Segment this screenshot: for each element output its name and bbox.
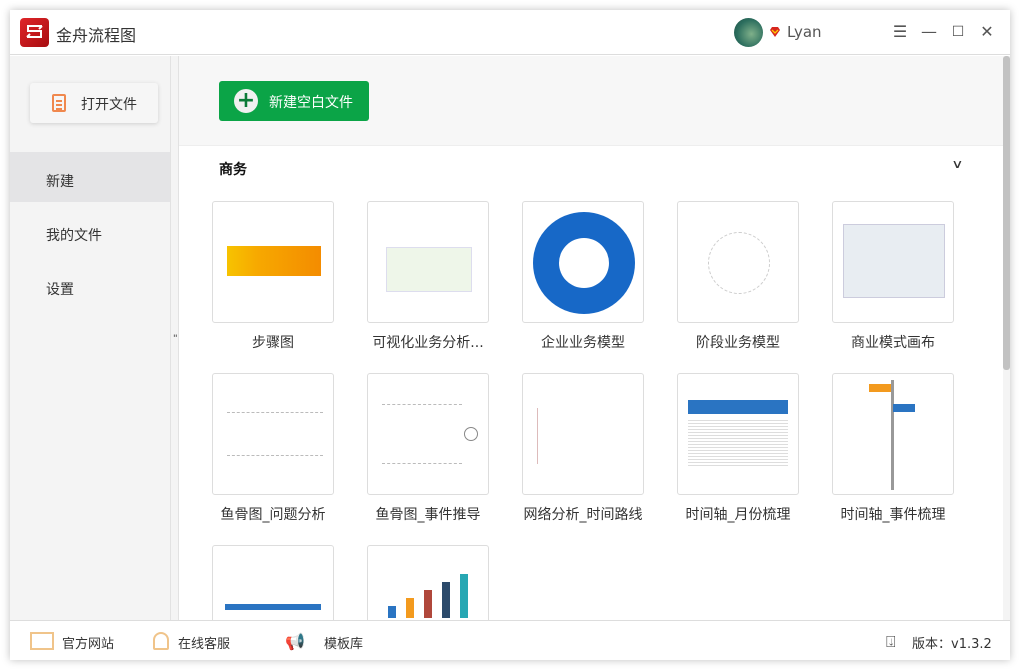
template-thumbnail	[460, 574, 468, 618]
open-file-label: 打开文件	[81, 97, 137, 113]
template-thumbnail	[688, 418, 788, 468]
file-icon	[52, 94, 66, 112]
main-content: + 新建空白文件 商务 ∨ 步骤图 可视化业务分析... 企业业务模型 阶段业务模型 商…	[179, 56, 1003, 620]
template-card[interactable]	[677, 201, 799, 323]
menu-icon[interactable]: ☰	[892, 22, 908, 41]
template-thumbnail	[424, 590, 432, 618]
template-card[interactable]	[212, 201, 334, 323]
template-thumbnail	[688, 400, 788, 414]
new-blank-label: 新建空白文件	[269, 95, 353, 111]
template-label[interactable]: 商业模式画布	[851, 335, 935, 351]
app-title: 金舟流程图	[56, 26, 137, 45]
template-card[interactable]	[677, 373, 799, 495]
download-icon[interactable]: ⍗	[886, 632, 896, 651]
title-bar: 金舟流程图 Lyan ☰ — ☐ ✕	[10, 10, 1010, 55]
sidebar: 打开文件 新建 我的文件 设置	[10, 56, 170, 620]
template-thumbnail	[893, 404, 915, 412]
template-card[interactable]	[832, 373, 954, 495]
template-label[interactable]: 鱼骨图_事件推导	[375, 507, 481, 523]
template-card[interactable]	[212, 373, 334, 495]
minimize-icon[interactable]: —	[921, 22, 937, 41]
support-link[interactable]: 在线客服	[178, 637, 231, 652]
maximize-icon[interactable]: ☐	[951, 24, 965, 40]
template-thumbnail	[442, 582, 450, 618]
template-card[interactable]	[212, 545, 334, 620]
template-thumbnail	[708, 232, 770, 294]
vip-badge-icon	[770, 27, 780, 37]
user-name[interactable]: Lyan	[787, 23, 822, 41]
template-card[interactable]	[522, 201, 644, 323]
template-card[interactable]	[367, 545, 489, 620]
template-thumbnail	[225, 604, 321, 610]
app-window: 金舟流程图 Lyan ☰ — ☐ ✕ 打开文件 新建 我的文件 设置 " + 新…	[10, 10, 1010, 660]
sidebar-item-new[interactable]: 新建	[10, 152, 170, 202]
support-icon	[153, 632, 169, 650]
template-label[interactable]: 可视化业务分析...	[372, 335, 484, 351]
plus-icon: +	[234, 89, 258, 113]
template-thumbnail	[464, 427, 478, 441]
template-card[interactable]	[367, 373, 489, 495]
template-thumbnail	[382, 404, 462, 464]
sidebar-splitter[interactable]: "	[170, 56, 179, 620]
template-thumbnail	[843, 224, 945, 298]
new-blank-file-button[interactable]: + 新建空白文件	[219, 81, 369, 121]
sidebar-item-settings[interactable]: 设置	[46, 282, 74, 298]
monitor-icon	[30, 632, 54, 650]
template-thumbnail	[227, 412, 323, 456]
website-link[interactable]: 官方网站	[62, 637, 115, 652]
chevron-down-icon[interactable]: ∨	[951, 157, 964, 171]
template-thumbnail	[559, 238, 609, 288]
template-label[interactable]: 步骤图	[252, 335, 294, 351]
template-thumbnail	[537, 408, 633, 464]
template-thumbnail	[869, 384, 891, 392]
template-thumbnail	[386, 247, 472, 292]
scrollbar[interactable]	[1003, 56, 1010, 620]
avatar[interactable]	[734, 18, 763, 47]
template-thumbnail	[388, 606, 396, 618]
open-file-button[interactable]: 打开文件	[30, 83, 158, 123]
megaphone-icon: 📢	[285, 632, 305, 651]
template-thumbnail	[891, 380, 894, 490]
top-band: + 新建空白文件	[179, 56, 1003, 146]
template-label[interactable]: 网络分析_时间路线	[523, 507, 643, 523]
template-card[interactable]	[367, 201, 489, 323]
template-library-link[interactable]: 模板库	[324, 637, 364, 652]
template-label[interactable]: 时间轴_月份梳理	[685, 507, 791, 523]
template-thumbnail	[227, 246, 321, 276]
version-label: 版本：v1.3.2	[912, 637, 992, 652]
template-thumbnail	[406, 598, 414, 618]
template-label[interactable]: 鱼骨图_问题分析	[220, 507, 326, 523]
template-card[interactable]	[522, 373, 644, 495]
section-title: 商务	[219, 162, 247, 178]
template-label[interactable]: 阶段业务模型	[696, 335, 780, 351]
app-logo-icon	[20, 18, 49, 47]
template-label[interactable]: 时间轴_事件梳理	[840, 507, 946, 523]
scrollbar-thumb[interactable]	[1003, 56, 1010, 370]
footer: 官方网站 在线客服 📢 模板库 ⍗ 版本：v1.3.2	[10, 620, 1010, 660]
sidebar-item-my-files[interactable]: 我的文件	[46, 228, 102, 244]
close-icon[interactable]: ✕	[980, 22, 994, 41]
template-label[interactable]: 企业业务模型	[541, 335, 625, 351]
template-card[interactable]	[832, 201, 954, 323]
